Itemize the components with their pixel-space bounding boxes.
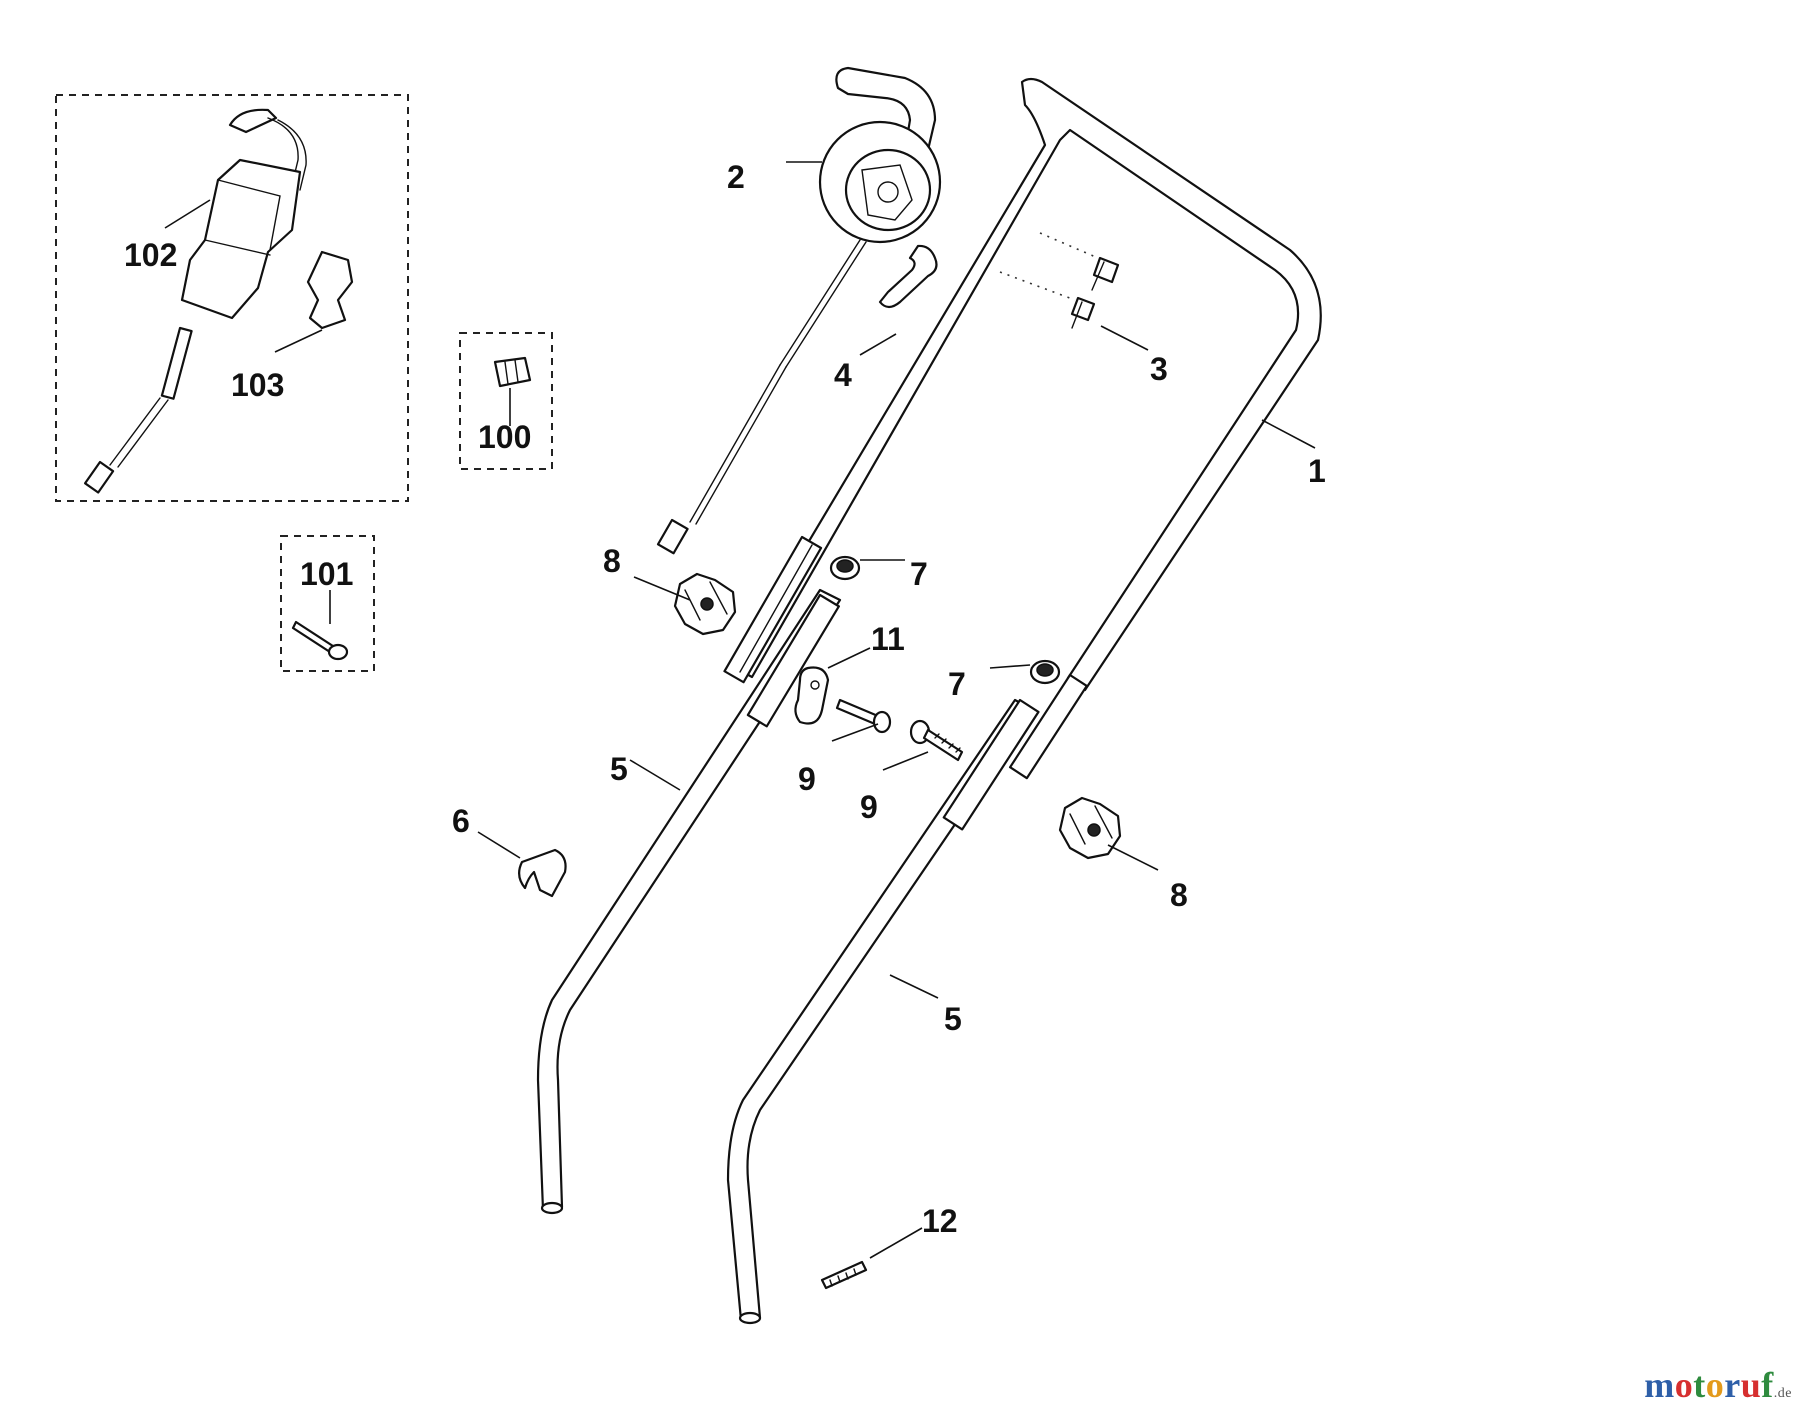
label-100: 100 — [478, 419, 531, 455]
label-103: 103 — [231, 367, 284, 403]
watermark-letter: t — [1693, 1365, 1706, 1405]
label-8a: 8 — [603, 543, 621, 579]
lower-tube-left-bracket — [746, 593, 840, 728]
label-102: 102 — [124, 237, 177, 273]
watermark-letter: r — [1724, 1365, 1741, 1405]
bolt-upper — [835, 698, 892, 734]
watermark-letter: f — [1761, 1365, 1774, 1405]
switch-assembly-cable — [160, 326, 193, 400]
watermark-letter: o — [1674, 1365, 1694, 1405]
label-12: 12 — [922, 1203, 958, 1239]
lower-tube-left — [536, 588, 842, 1215]
label-6: 6 — [452, 803, 470, 839]
clamp-piece — [794, 666, 830, 725]
label-9a: 9 — [798, 761, 816, 797]
label-4: 4 — [834, 357, 852, 393]
switch-assembly — [83, 108, 307, 494]
label-5b: 5 — [944, 1001, 962, 1037]
switch-cable-plug — [656, 518, 689, 555]
switch-housing — [656, 66, 942, 555]
leader-lines — [164, 161, 1316, 1259]
handle-screws — [999, 232, 1120, 329]
label-5a: 5 — [610, 751, 628, 787]
lower-tube-right — [726, 698, 1040, 1325]
star-knob-left — [673, 572, 737, 636]
clip-103 — [306, 250, 354, 330]
handle-bracket-right — [1008, 673, 1088, 780]
watermark-letters: motoruf — [1644, 1365, 1774, 1405]
connector-100 — [493, 356, 532, 388]
star-knob-right — [1058, 796, 1122, 860]
label-3: 3 — [1150, 351, 1168, 387]
cap-nut-lower — [1029, 659, 1061, 685]
cable-hook — [518, 848, 567, 898]
label-9b: 9 — [860, 789, 878, 825]
upper-handle-bar — [723, 77, 1322, 780]
label-101: 101 — [300, 556, 353, 592]
label-7a: 7 — [910, 556, 928, 592]
inset-box-part-101 — [280, 535, 375, 672]
inset-box-part-100 — [459, 332, 553, 470]
watermark-suffix: .de — [1773, 1386, 1792, 1401]
label-1: 1 — [1308, 453, 1326, 489]
label-2: 2 — [727, 159, 745, 195]
switch-assembly-plug — [83, 460, 115, 494]
pin-101 — [291, 620, 349, 661]
label-11: 11 — [871, 621, 905, 657]
label-7b: 7 — [948, 666, 966, 702]
watermark-letter: u — [1740, 1365, 1762, 1405]
handle-bracket-left — [723, 535, 823, 684]
cable-clip — [878, 244, 938, 309]
bolt-lower — [909, 719, 964, 762]
cap-nut-upper — [829, 555, 861, 581]
label-8b: 8 — [1170, 877, 1188, 913]
lower-tube-right-bracket — [942, 698, 1040, 831]
bottom-screw — [820, 1260, 868, 1290]
inset-box-switch-assembly — [55, 94, 409, 502]
watermark-letter: o — [1705, 1365, 1725, 1405]
watermark-letter: m — [1644, 1365, 1675, 1405]
part-labels: 1 2 3 4 5 5 6 7 7 8 8 9 9 11 12 100 101 … — [124, 159, 1326, 1239]
watermark-logo: motoruf.de — [1644, 1364, 1792, 1406]
